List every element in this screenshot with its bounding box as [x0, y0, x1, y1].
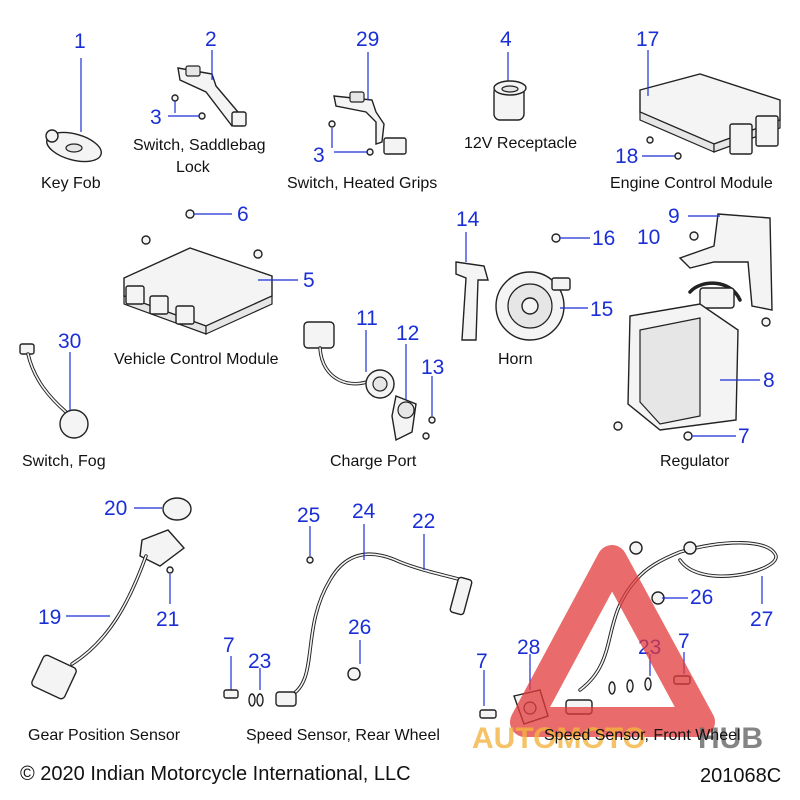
callout-22: 22	[412, 510, 435, 533]
fog-switch-group: 30 Switch, Fog	[19, 330, 106, 470]
label-saddlebag-2: Lock	[176, 159, 211, 176]
callout-5: 5	[303, 269, 315, 292]
label-receptacle: 12V Receptacle	[464, 135, 577, 152]
rear-sensor-group: 25 24 22 26 7 23 Speed Sensor, Rear Whee…	[223, 500, 473, 744]
label-heated-grips: Switch, Heated Grips	[287, 175, 437, 192]
callout-2: 2	[205, 28, 217, 51]
callout-29: 29	[356, 28, 379, 51]
label-key-fob: Key Fob	[41, 175, 101, 192]
regulator-group: 9 10 8 7 Regulator	[613, 205, 775, 470]
callout-28: 28	[517, 636, 540, 659]
callout-7-front-l: 7	[476, 650, 488, 673]
horn-group: 14 16 15 Horn	[455, 208, 615, 368]
callout-6: 6	[237, 203, 249, 226]
callout-24: 24	[352, 500, 376, 523]
callout-16: 16	[592, 227, 615, 250]
watermark-text-a: AUTOMOTO	[472, 722, 646, 755]
callout-25: 25	[297, 504, 320, 527]
callout-4: 4	[500, 28, 512, 51]
callout-8: 8	[763, 369, 775, 392]
vcm-group: 6 5 Vehicle Control Module	[114, 203, 315, 368]
gear-sensor-group: 20 21 19 Gear Position Sensor	[28, 497, 192, 744]
label-regulator: Regulator	[660, 453, 730, 470]
callout-9: 9	[668, 205, 680, 228]
callout-1: 1	[74, 30, 86, 53]
label-gear-sensor: Gear Position Sensor	[28, 727, 181, 744]
watermark-text-b: HUB	[698, 722, 763, 755]
callout-30: 30	[58, 330, 81, 353]
callout-14: 14	[456, 208, 480, 231]
callout-12: 12	[396, 322, 419, 345]
label-saddlebag-1: Switch, Saddlebag	[133, 137, 266, 154]
heated-grips-group: 29 3 Switch, Heated Grips	[287, 28, 437, 192]
callout-17: 17	[636, 28, 659, 51]
callout-7-rear: 7	[223, 634, 235, 657]
callout-27: 27	[750, 608, 773, 631]
callout-19: 19	[38, 606, 61, 629]
receptacle-group: 4 12V Receptacle	[464, 28, 577, 152]
callout-13: 13	[421, 356, 444, 379]
callout-7-front-r: 7	[678, 630, 690, 653]
label-ecm: Engine Control Module	[610, 175, 773, 192]
copyright-text: © 2020 Indian Motorcycle International, …	[20, 763, 411, 785]
callout-21: 21	[156, 608, 179, 631]
callout-23a: 23	[248, 650, 271, 673]
label-charge-port: Charge Port	[330, 453, 417, 470]
label-front-sensor: Speed Sensor, Front Wheel	[544, 727, 741, 744]
callout-20: 20	[104, 497, 127, 520]
callout-7-reg: 7	[738, 425, 750, 448]
label-rear-sensor: Speed Sensor, Rear Wheel	[246, 727, 440, 744]
key-fob-group: 1 Key Fob	[41, 30, 102, 192]
callout-11: 11	[356, 307, 378, 330]
label-fog: Switch, Fog	[22, 453, 106, 470]
saddlebag-switch-group: 2 3 Switch, Saddlebag Lock	[133, 28, 266, 176]
label-horn: Horn	[498, 351, 533, 368]
watermark-logo: AUTOMOTO HUB	[472, 545, 763, 755]
callout-15: 15	[590, 298, 613, 321]
drawing-id: 201068C	[700, 765, 781, 787]
callout-18: 18	[615, 145, 638, 168]
ecm-group: 17 18 Engine Control Module	[610, 28, 781, 192]
callout-26a: 26	[348, 616, 371, 639]
label-vcm: Vehicle Control Module	[114, 351, 279, 368]
callout-10: 10	[637, 226, 660, 249]
callout-3b: 3	[313, 144, 325, 167]
callout-26b: 26	[690, 586, 713, 609]
callout-3a: 3	[150, 106, 162, 129]
charge-port-group: 11 12 13 Charge Port	[303, 307, 444, 470]
